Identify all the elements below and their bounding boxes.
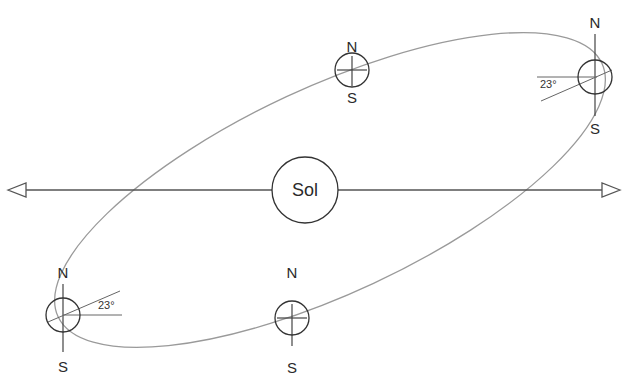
body-circle xyxy=(275,301,309,335)
north-pole-label: N xyxy=(287,265,298,280)
earth-axis xyxy=(594,34,595,116)
angle-label: 23° xyxy=(540,79,557,90)
south-pole-label: S xyxy=(287,360,297,375)
north-pole-label: N xyxy=(58,265,69,280)
south-pole-label: S xyxy=(347,90,357,105)
earth-equator xyxy=(337,69,367,70)
earth-axis xyxy=(62,284,63,352)
earth-node: NS xyxy=(330,36,374,107)
angle-label: 23° xyxy=(98,300,115,311)
body-circle xyxy=(272,157,338,223)
body-circle xyxy=(46,298,80,332)
sun-label: Sol xyxy=(292,181,318,199)
circle-outline xyxy=(573,12,617,138)
arrow-head xyxy=(602,183,620,197)
earth-axis xyxy=(291,304,292,346)
earth-node: NS xyxy=(270,262,314,377)
arrow-head xyxy=(8,183,26,197)
angle-line xyxy=(537,77,597,78)
north-pole-label: N xyxy=(590,15,601,30)
earth-node: NS xyxy=(573,12,617,138)
earth-axis xyxy=(351,56,352,86)
angle-line xyxy=(541,70,612,101)
orbit-ellipse xyxy=(15,0,628,378)
earth-equator xyxy=(277,317,307,318)
sun-node: Sol xyxy=(270,155,340,225)
south-pole-label: S xyxy=(58,359,68,374)
earth-node: NS xyxy=(41,262,85,376)
north-pole-label: N xyxy=(347,39,358,54)
body-circle xyxy=(578,60,612,94)
body-circle xyxy=(335,53,369,87)
angle-line xyxy=(63,315,122,316)
south-pole-label: S xyxy=(590,121,600,136)
angle-line xyxy=(48,291,120,322)
